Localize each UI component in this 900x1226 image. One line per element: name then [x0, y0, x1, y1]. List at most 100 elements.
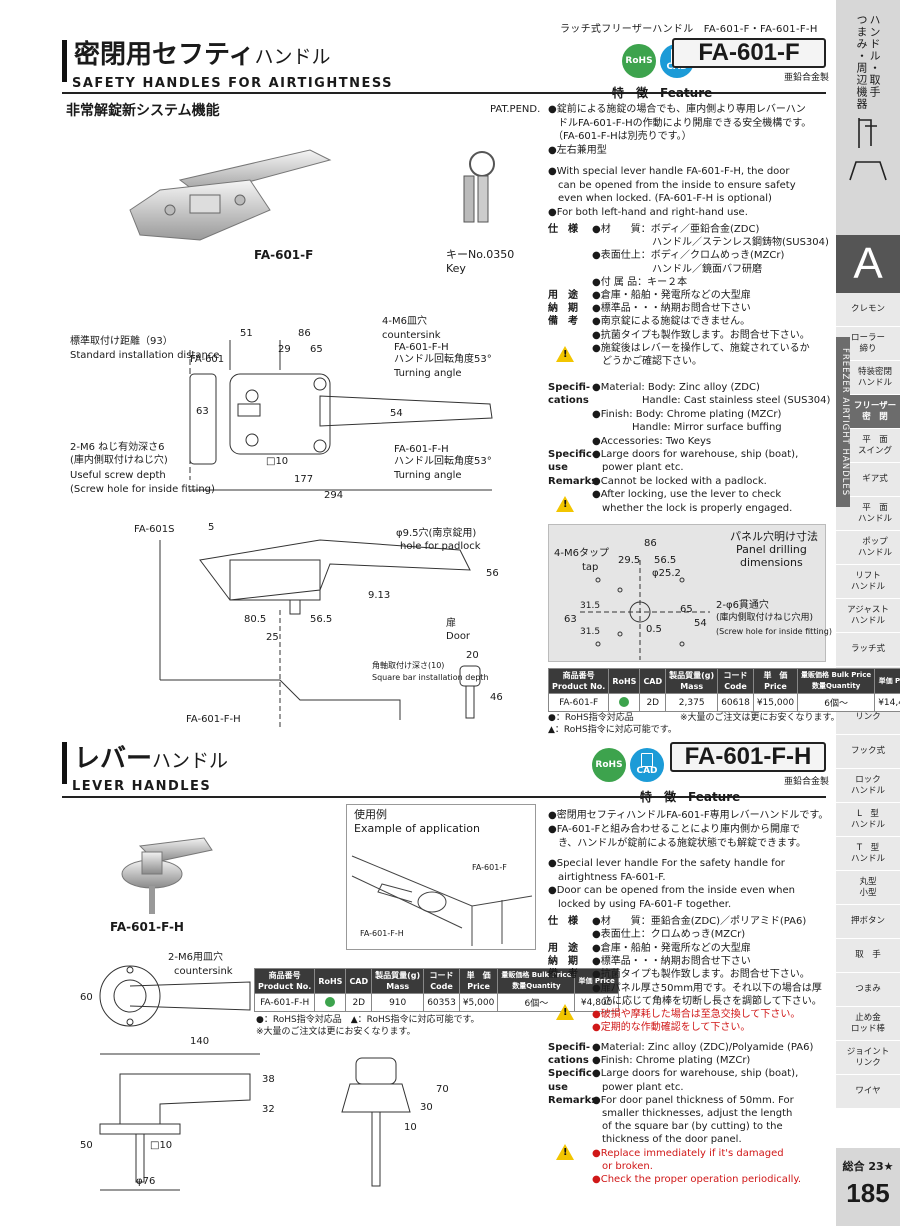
table-header: 量販価格 Bulk Price 数量Quantity	[797, 668, 876, 694]
spec-key: 備 考	[548, 969, 578, 981]
spec-value: smaller thicknesses, adjust the length	[592, 1108, 793, 1119]
table-cell: 6個～	[797, 693, 876, 712]
document-icon	[641, 753, 653, 767]
spec-value: of the square bar (by cutting) to the	[592, 1121, 783, 1133]
spec-key: 用 途	[548, 290, 578, 301]
warning-text: ●定期的な作動確認をして下さい。	[592, 1022, 751, 1034]
spec-value: ●Accessories: Two Keys	[592, 435, 712, 447]
application-fa601fh: FA-601-F-H	[360, 929, 404, 938]
sidebar-tab[interactable]: クレモン	[836, 293, 900, 327]
panel-title-en2: dimensions	[740, 556, 803, 569]
application-label-en: Example of application	[354, 822, 480, 835]
sidebar-tab[interactable]: 押ボタン	[836, 905, 900, 939]
category-label: ハンドル・取手 つまみ・周辺機器	[855, 14, 881, 110]
dim-32: 32	[262, 1104, 275, 1115]
panel-dim-29-5: 29.5	[618, 555, 641, 566]
label-turn-1c: Turning angle	[394, 368, 462, 379]
text-line: locked by using FA-601-F together.	[548, 898, 732, 910]
lever-handle-photo	[121, 837, 213, 914]
section1-title-en: SAFETY HANDLES FOR AIRTIGHTNESS	[72, 76, 393, 91]
dim-54: 54	[390, 408, 403, 419]
spec-key: cations	[548, 1055, 589, 1067]
application-box	[346, 804, 536, 950]
spec-key: use	[548, 1081, 568, 1093]
table-cell: 60618	[717, 693, 754, 712]
spec-value: ●標準品・・・納期お問合せ下さい	[592, 955, 751, 967]
label-fa601fh: FA-601-F-H	[186, 714, 241, 725]
text-line: ●密閉用セフティハンドルFA-601-F専用レバーハンドルです。	[548, 810, 829, 821]
sidebar-tab[interactable]: 止め金 ロッド棒	[836, 1007, 900, 1041]
spec-key: cations	[548, 395, 589, 407]
sidebar-tab[interactable]: ジョイント リンク	[836, 1041, 900, 1075]
spec-value: ●For door panel thickness of 50mm. For	[592, 1094, 794, 1106]
sidebar-tab[interactable]: ポップ ハンドル	[836, 531, 900, 565]
spec-value: power plant etc.	[592, 462, 684, 474]
label-door: 扉	[446, 618, 456, 629]
sidebar-tab[interactable]: 取 手	[836, 939, 900, 973]
panel-hole-en: (Screw hole for inside fitting)	[716, 627, 832, 636]
key-drawing	[459, 665, 481, 719]
spec-value: ●Material: Zinc alloy (ZDC)/Polyamide (P…	[592, 1042, 814, 1053]
category-tab[interactable]: ハンドル・取手 つまみ・周辺機器	[836, 0, 900, 235]
sidebar-tab[interactable]: 丸型 小型	[836, 871, 900, 905]
dim-10: 10	[404, 1122, 417, 1133]
dim-std-install: 標準取付け距離（93）	[70, 336, 173, 347]
spec-key: 納 期	[548, 955, 578, 967]
spec-value: ●抗菌タイプも製作致します。お問合せ下さい。	[592, 969, 810, 981]
text-line: airtightness FA-601-F.	[548, 871, 666, 883]
label-padlock-en: hole for padlock	[400, 541, 481, 552]
dim-30: 30	[420, 1102, 433, 1113]
warning-text: ●破損や摩耗した場合は至急交換して下さい。	[592, 1009, 801, 1021]
panel-dim-86: 86	[644, 538, 657, 549]
text-line: き、ハンドルが錠前による施錠状態でも解錠できます。	[548, 838, 806, 849]
table-cell: 910	[371, 993, 425, 1012]
dim-countersink-en: countersink	[174, 966, 233, 977]
sidebar-tab[interactable]: つまみ	[836, 973, 900, 1007]
sidebar-tab[interactable]: ロック ハンドル	[836, 769, 900, 803]
dim-294: 294	[324, 490, 344, 501]
panel-dim-31-5a: 31.5	[580, 601, 601, 611]
spec-value: ●After locking, use the lever to check	[592, 489, 782, 501]
label-turn-1b: ハンドル回転角度53°	[394, 354, 492, 365]
safety-handle-photo	[129, 149, 332, 241]
spec-key: 用 途	[548, 942, 578, 954]
sidebar-tab[interactable]: T 型 ハンドル	[836, 837, 900, 871]
spec-value: ●材 質：亜鉛合金(ZDC)／ポリアミド(PA6)	[592, 916, 807, 927]
table-header: コード Code	[423, 968, 460, 994]
lever-front-view	[341, 1057, 411, 1187]
pull-handle-icon	[849, 161, 887, 181]
rohs-badge: RoHS	[592, 748, 626, 782]
sidebar-tab[interactable]: L 型 ハンドル	[836, 803, 900, 837]
rohs-dot-icon	[619, 697, 630, 708]
panel-dim-25-2: φ25.2	[652, 568, 681, 579]
spec-value: ●抗菌タイプも製作致します。お問合せ下さい。	[592, 329, 810, 341]
warning-text: ●Replace immediately if it's damaged	[592, 1147, 784, 1159]
spec-value: さに応じて角棒を切断し長さを調節して下さい。	[592, 995, 822, 1007]
table-header: RoHS	[314, 968, 347, 994]
rohs-badge: RoHS	[622, 44, 656, 78]
application-label: 使用例	[354, 808, 387, 821]
table-cell: 2D	[639, 693, 667, 712]
cad-badge[interactable]: CAD	[630, 748, 664, 782]
label-screw-en: Useful screw depth	[70, 470, 166, 481]
sidebar-tab[interactable]: ワイヤ	[836, 1075, 900, 1109]
lever-side-view	[99, 1053, 260, 1191]
label-turn-1: FA-601-F-H	[394, 342, 449, 353]
text-line: even when locked. (FA-601-F-H is optiona…	[548, 193, 772, 204]
table-header: コード Code	[717, 668, 754, 694]
sidebar-tab[interactable]: ラッチ式	[836, 633, 900, 667]
sidebar-tab[interactable]: フック式	[836, 735, 900, 769]
sidebar-tab[interactable]: リフト ハンドル	[836, 565, 900, 599]
front-view-drawing	[189, 340, 493, 491]
sidebar-tab[interactable]: アジャスト ハンドル	[836, 599, 900, 633]
running-head: ラッチ式フリーザーハンドル FA-601-F・FA-601-F-H	[560, 24, 818, 35]
key-label-en: Key	[446, 262, 466, 275]
note-rohs-2: ▲：RoHS指令に対応可能です。	[548, 725, 677, 735]
warning-text: or broken.	[592, 1160, 653, 1172]
dim-56: 56	[486, 568, 499, 579]
label-padlock: φ9.5穴(南京錠用)	[396, 528, 477, 539]
rohs-dot-icon	[325, 997, 336, 1008]
panel-dim-56-5: 56.5	[654, 555, 677, 566]
spec-key: 仕 様	[548, 916, 578, 927]
panel-tap-en: tap	[582, 562, 599, 573]
